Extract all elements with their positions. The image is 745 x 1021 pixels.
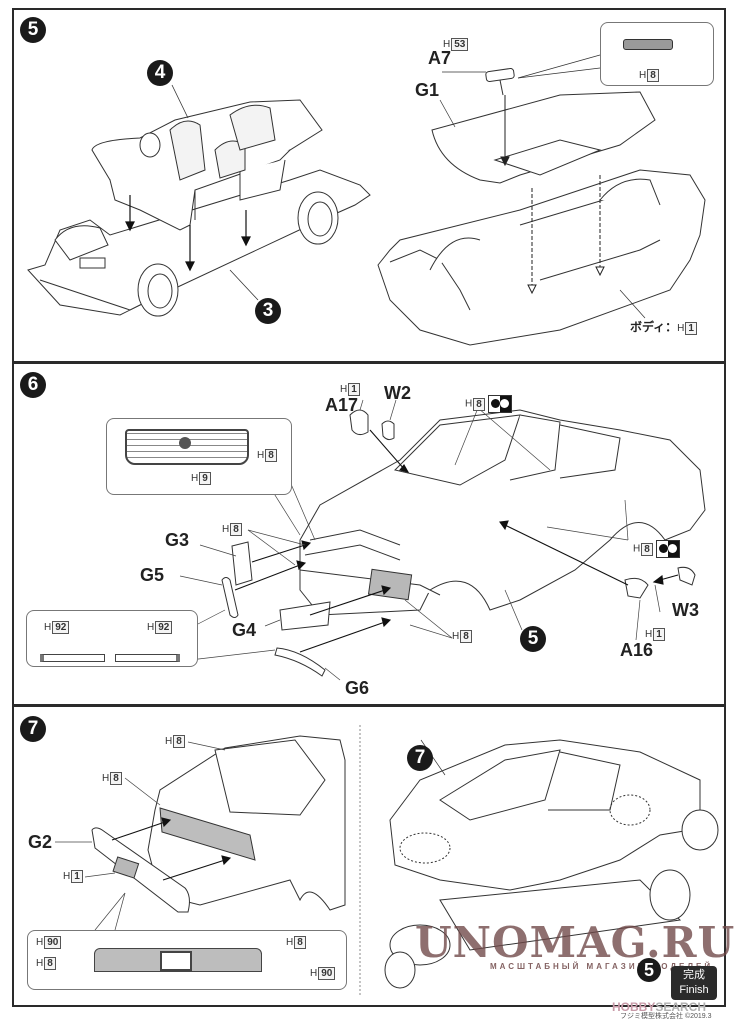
callout-final-5: 5 [637, 958, 661, 982]
side-mirror-right-drawing [624, 566, 696, 599]
copyright-text: フジミ模型株式会社 ©2019.3 [620, 1013, 712, 1020]
callout-step-5: 5 [520, 626, 546, 652]
step-6-arrows [234, 429, 679, 653]
rear-bumper-drawing [91, 827, 190, 913]
part-label-g6: G6 [345, 678, 370, 698]
watermark-title: UNOMAG.RU [415, 918, 736, 967]
interior-tub-drawing [91, 99, 323, 231]
callout-step-3: 3 [255, 298, 281, 324]
step-7-badge: 7 [20, 716, 46, 742]
mirror-inset-leader [517, 54, 601, 79]
part-label-g3: G3 [165, 530, 190, 550]
leader-3 [229, 269, 259, 301]
part-label-g1: G1 [415, 80, 440, 100]
part-label-g2: G2 [28, 832, 53, 852]
step-6-badge: 6 [20, 372, 46, 398]
strip-left-drawing [40, 654, 105, 662]
finish-label-jp: 完成 [683, 969, 705, 981]
part-label-w2: W2 [384, 383, 411, 403]
finished-car-drawing [384, 739, 719, 989]
grille-emblem-icon [179, 437, 191, 449]
part-label-g5: G5 [140, 565, 165, 585]
hobby-search-logo: HOBBYSEARCH [612, 1000, 707, 1014]
part-label-a7: A7 [428, 48, 452, 68]
paint-pair-icon [655, 540, 680, 558]
finish-badge: 完成 Finish [671, 966, 717, 1000]
step-5-badge: 5 [20, 17, 46, 43]
part-label-a17: A17 [325, 395, 359, 415]
body-arrows [500, 95, 605, 295]
finish-label-en: Finish [679, 984, 709, 996]
tub-arrows [125, 195, 251, 272]
roof-liner-drawing [431, 91, 656, 184]
step-7-leaders [55, 741, 226, 931]
grille-parts-drawing [221, 541, 331, 677]
chassis-drawing [27, 169, 371, 317]
body-shell-drawing [377, 169, 706, 346]
watermark-subtitle: МАСШТАБНЫЙ МАГАЗИН МОДЕЛЕЙ [490, 962, 714, 971]
strip-right-drawing [115, 654, 180, 662]
mirror-inset-drawing [623, 39, 673, 50]
callout-step-4: 4 [147, 60, 173, 86]
paint-pair-icon [487, 395, 512, 413]
leader-4 [171, 84, 189, 119]
plate-drawing [160, 951, 192, 971]
callout-final-7: 7 [407, 745, 433, 771]
part-label-g4: G4 [232, 620, 257, 640]
rearview-mirror-drawing [485, 67, 515, 96]
step-7-arrows [111, 817, 232, 881]
side-mirror-left-drawing [349, 409, 395, 441]
car-body-drawing [299, 409, 706, 616]
rear-body-drawing [147, 735, 346, 911]
part-label-a16: A16 [620, 640, 654, 660]
part-label-w3: W3 [672, 600, 699, 620]
